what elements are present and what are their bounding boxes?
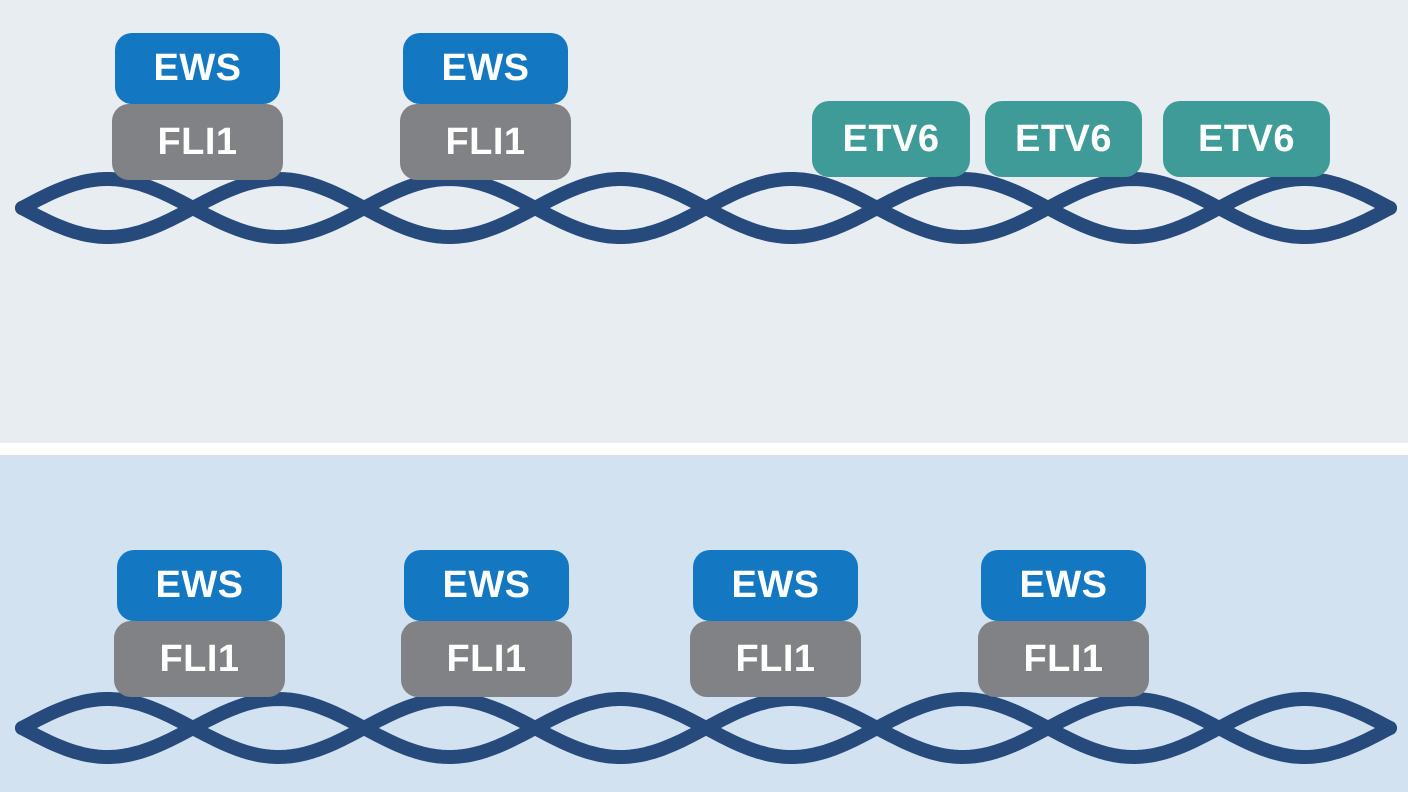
ews-protein-tag: EWS bbox=[981, 550, 1146, 621]
fli1-protein-tag: FLI1 bbox=[978, 621, 1149, 697]
bottom-panel: EWS FLI1 EWS FLI1 EWS FLI1 EWS FLI1 bbox=[0, 455, 1408, 792]
ews-fli1-complex: EWS FLI1 bbox=[978, 550, 1149, 697]
dna-strand-2-icon bbox=[15, 172, 1397, 244]
fli1-protein-tag: FLI1 bbox=[401, 621, 572, 697]
ews-fli1-complex: EWS FLI1 bbox=[690, 550, 861, 697]
ews-fli1-complex: EWS FLI1 bbox=[400, 33, 571, 180]
ews-fli1-complex: EWS FLI1 bbox=[114, 550, 285, 697]
ews-fli1-complex: EWS FLI1 bbox=[112, 33, 283, 180]
ews-protein-tag: EWS bbox=[117, 550, 282, 621]
ews-fli1-complex: EWS FLI1 bbox=[401, 550, 572, 697]
dna-strand-2-icon bbox=[15, 692, 1397, 764]
etv6-protein-tag: ETV6 bbox=[985, 101, 1142, 177]
dna-helix-icon bbox=[15, 692, 1397, 764]
ews-protein-tag: EWS bbox=[693, 550, 858, 621]
panel-divider bbox=[0, 443, 1408, 455]
fli1-protein-tag: FLI1 bbox=[114, 621, 285, 697]
dna-helix-icon bbox=[15, 172, 1397, 244]
etv6-protein-tag: ETV6 bbox=[812, 101, 970, 177]
fli1-protein-tag: FLI1 bbox=[690, 621, 861, 697]
ews-protein-tag: EWS bbox=[115, 33, 280, 104]
ews-protein-tag: EWS bbox=[403, 33, 568, 104]
fli1-protein-tag: FLI1 bbox=[112, 104, 283, 180]
etv6-protein-tag: ETV6 bbox=[1163, 101, 1330, 177]
fli1-protein-tag: FLI1 bbox=[400, 104, 571, 180]
ews-protein-tag: EWS bbox=[404, 550, 569, 621]
top-panel: EWS FLI1 EWS FLI1 ETV6 ETV6 ETV6 bbox=[0, 0, 1408, 443]
